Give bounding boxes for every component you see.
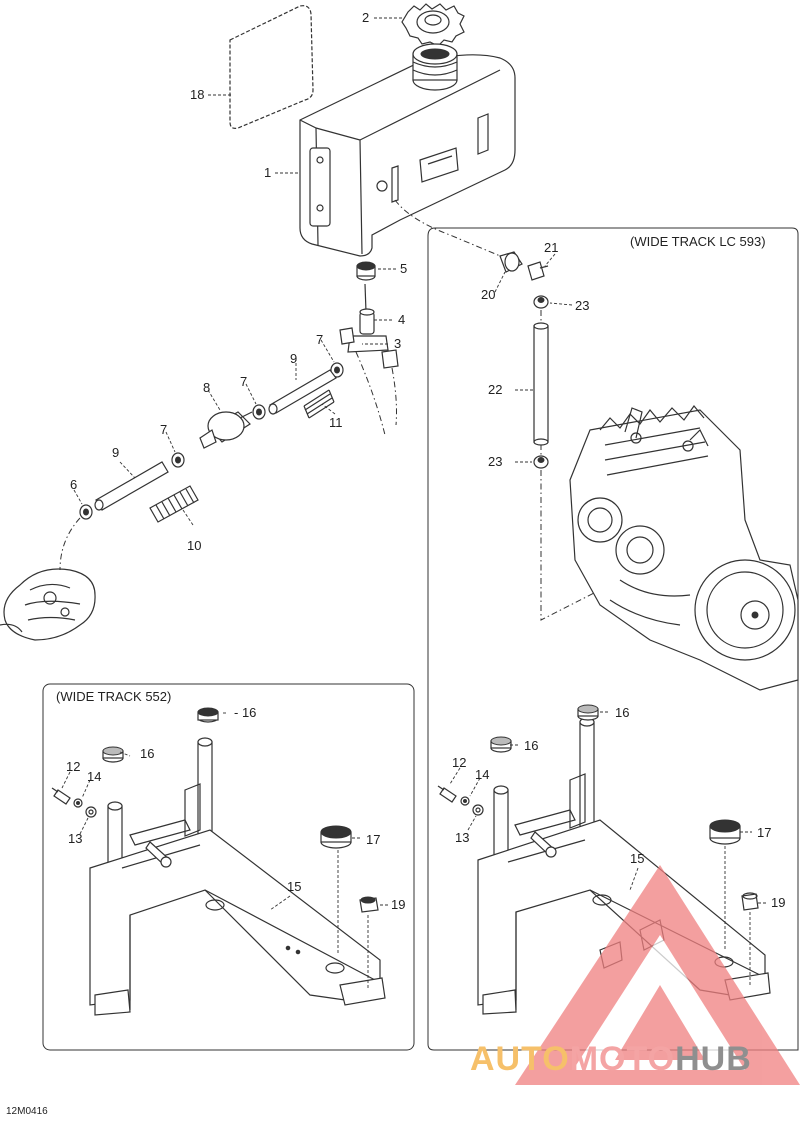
wide-track-lc-box [427, 227, 799, 1051]
routing-line-to-carb [59, 517, 81, 571]
callout-r-grommet-top: 16 [615, 705, 630, 720]
left-bracket-assembly [51, 707, 386, 1016]
engine-sketch [569, 405, 799, 691]
routing-line-to-engine [540, 470, 601, 621]
tube-part [533, 322, 549, 446]
l-nut-lower-part [359, 896, 379, 913]
callout-leaders [61, 17, 766, 911]
callout-elbow: 20 [481, 287, 496, 302]
l-grommet-big-part [320, 825, 352, 849]
callout-l-bracket: 15 [287, 879, 302, 894]
routing-line-tee-down [355, 351, 397, 436]
callout-clamp-c: 7 [160, 422, 168, 437]
watermark-part-3: HUB [675, 1040, 752, 1078]
callout-hose-long: 9 [112, 445, 120, 460]
callout-clamp-left: 6 [70, 477, 78, 492]
carburetor-sketch [0, 568, 96, 641]
wide-track-552-caption: (WIDE TRACK 552) [56, 689, 172, 704]
clamp-c-part [171, 452, 185, 468]
callout-grommet-top: 5 [400, 261, 408, 276]
r-washer-part [472, 804, 484, 816]
callout-l-nut: 14 [87, 769, 102, 784]
l-grommet-mid-part [102, 746, 124, 763]
callout-clamp-b: 7 [240, 374, 248, 389]
r-grommet-big-part [709, 819, 741, 845]
label-window-part [229, 5, 314, 129]
pickup-line-part [364, 283, 367, 313]
callout-label-window: 18 [190, 87, 205, 102]
callout-clamp-bottom: 23 [488, 454, 503, 469]
callout-r-grommet-big: 17 [757, 825, 772, 840]
l-washer-part [85, 806, 97, 818]
routing-line-tank-to-elbow [394, 199, 506, 259]
hose-upper-part [359, 308, 375, 335]
callout-l-bolt: 12 [66, 759, 81, 774]
r-grommet-top-part [577, 704, 599, 721]
clamp-b-part [252, 404, 266, 420]
callout-r-nut: 14 [475, 767, 490, 782]
r-grommet-mid-part [490, 736, 512, 753]
callout-r-bracket: 15 [630, 851, 645, 866]
callout-l-grommet-top: - 16 [234, 705, 257, 720]
cap-part [401, 3, 465, 47]
callout-tee: 3 [394, 336, 402, 351]
grommet-top-part [356, 261, 376, 281]
callout-clamp-top: 23 [575, 298, 590, 313]
watermark-part-2: MOTO [569, 1040, 676, 1078]
wide-track-lc-caption: (WIDE TRACK LC 593) [630, 234, 766, 249]
callout-spring-large: 10 [187, 538, 202, 553]
callout-clamp-a: 7 [316, 332, 324, 347]
clamp-top-part [533, 295, 549, 309]
r-nut-lower-part [741, 892, 759, 911]
clamp-a-part [330, 362, 344, 378]
spring-large-part [149, 485, 199, 523]
callout-l-grommet-mid: 16 [140, 746, 155, 761]
r-bolt-part [437, 785, 457, 803]
elbow-part [499, 251, 523, 273]
drawing-code: 12M0416 [6, 1106, 48, 1117]
fitting-part [527, 261, 549, 281]
callout-l-grommet-top-number: 16 [241, 705, 257, 720]
spring-small-part [303, 389, 335, 419]
watermark-triangle [515, 865, 800, 1085]
callout-hose-short: 9 [290, 351, 298, 366]
fuel-filter-part [199, 411, 253, 449]
l-bolt-part [51, 787, 71, 805]
l-grommet-top-part [197, 707, 219, 723]
fuel-tank-part [299, 43, 516, 257]
callout-spring-small: 11 [329, 415, 343, 430]
callout-r-grommet-mid: 16 [524, 738, 539, 753]
callout-l-nut-lower: 19 [391, 897, 406, 912]
hose-long-part [95, 461, 169, 511]
callout-cap: 2 [362, 10, 370, 25]
callout-hose-upper: 4 [398, 312, 406, 327]
l-nut-part [73, 798, 83, 808]
callout-tube: 22 [488, 382, 503, 397]
callout-fitting: 21 [544, 240, 559, 255]
callout-tank: 1 [264, 165, 272, 180]
callout-r-washer: 13 [455, 830, 470, 845]
callout-r-nut-lower: 19 [771, 895, 786, 910]
callout-filter: 8 [203, 380, 211, 395]
callout-l-grommet-big: 17 [366, 832, 381, 847]
watermark-part-1: AUTO [470, 1040, 570, 1078]
watermark-text: AUTOMOTOHUB [470, 1040, 752, 1079]
clamp-bottom-part [533, 455, 549, 469]
clamp-left-part [79, 504, 93, 520]
callout-l-washer: 13 [68, 831, 83, 846]
callout-r-bolt: 12 [452, 755, 467, 770]
r-nut-part [460, 796, 470, 806]
wide-track-552-box [42, 683, 415, 1051]
